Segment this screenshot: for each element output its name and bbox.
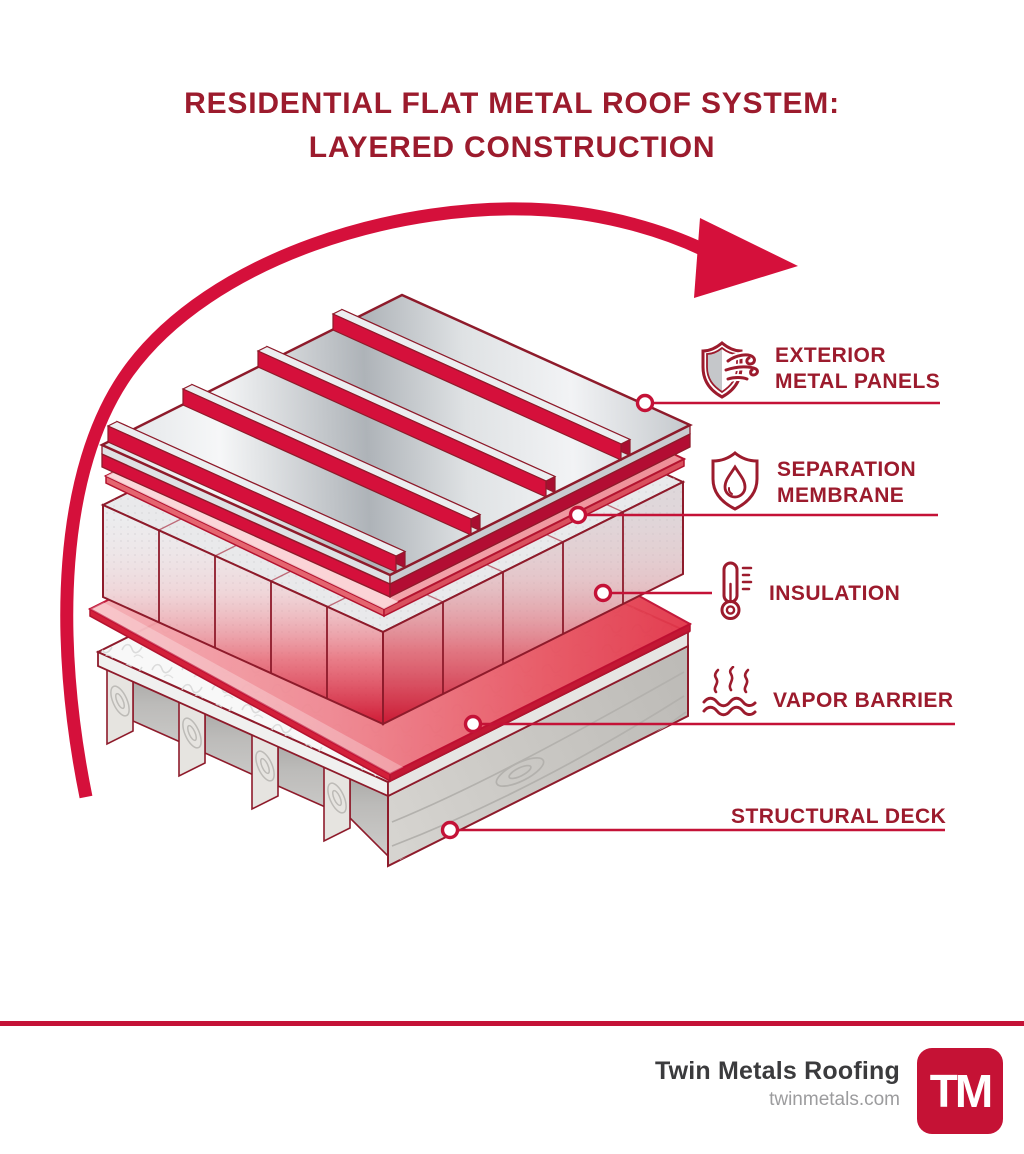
label-exterior-metal-panels: EXTERIOR METAL PANELS	[698, 339, 940, 401]
thermometer-icon	[720, 561, 753, 620]
footer-website: twinmetals.com	[769, 1089, 900, 1110]
label-structural-deck: STRUCTURAL DECK	[731, 804, 946, 830]
label-text: MEMBRANE	[777, 484, 905, 507]
standing-seams	[106, 308, 632, 573]
shield-wind-icon	[701, 341, 761, 399]
footer-brand-block: Twin Metals Roofing twinmetals.com	[655, 1057, 900, 1111]
label-text: STRUCTURAL DECK	[731, 805, 947, 828]
arrowhead	[694, 218, 798, 298]
marker-structural-deck	[440, 820, 460, 840]
metal-panels-layer	[99, 293, 693, 599]
label-insulation: INSULATION	[712, 560, 900, 622]
shield-droplet-icon	[711, 451, 759, 511]
marker-exterior-metal-panels	[635, 393, 655, 413]
page-title-line2: LAYERED CONSTRUCTION	[308, 131, 716, 164]
steam-icon	[702, 666, 757, 717]
marker-vapor-barrier	[463, 714, 483, 734]
marker-insulation	[593, 583, 613, 603]
footer-divider	[0, 1021, 1024, 1026]
leader-lines	[440, 393, 955, 840]
label-text: SEPARATION	[777, 458, 917, 481]
brand-logo: TM	[917, 1048, 1003, 1134]
flow-arrow	[60, 202, 798, 799]
marker-separation-membrane	[568, 505, 588, 525]
footer-brand: Twin Metals Roofing	[655, 1057, 900, 1085]
page-title: RESIDENTIAL FLAT METAL ROOF SYSTEM: LAYE…	[0, 82, 1024, 170]
label-text: INSULATION	[769, 582, 901, 605]
page-title-line1: RESIDENTIAL FLAT METAL ROOF SYSTEM:	[184, 87, 840, 120]
label-text: EXTERIOR	[775, 344, 886, 367]
brand-logo-text: TM	[929, 1065, 993, 1117]
label-text: VAPOR BARRIER	[773, 689, 954, 712]
label-text: METAL PANELS	[775, 370, 941, 393]
label-vapor-barrier: VAPOR BARRIER	[700, 666, 953, 718]
label-separation-membrane: SEPARATION MEMBRANE	[706, 449, 916, 513]
